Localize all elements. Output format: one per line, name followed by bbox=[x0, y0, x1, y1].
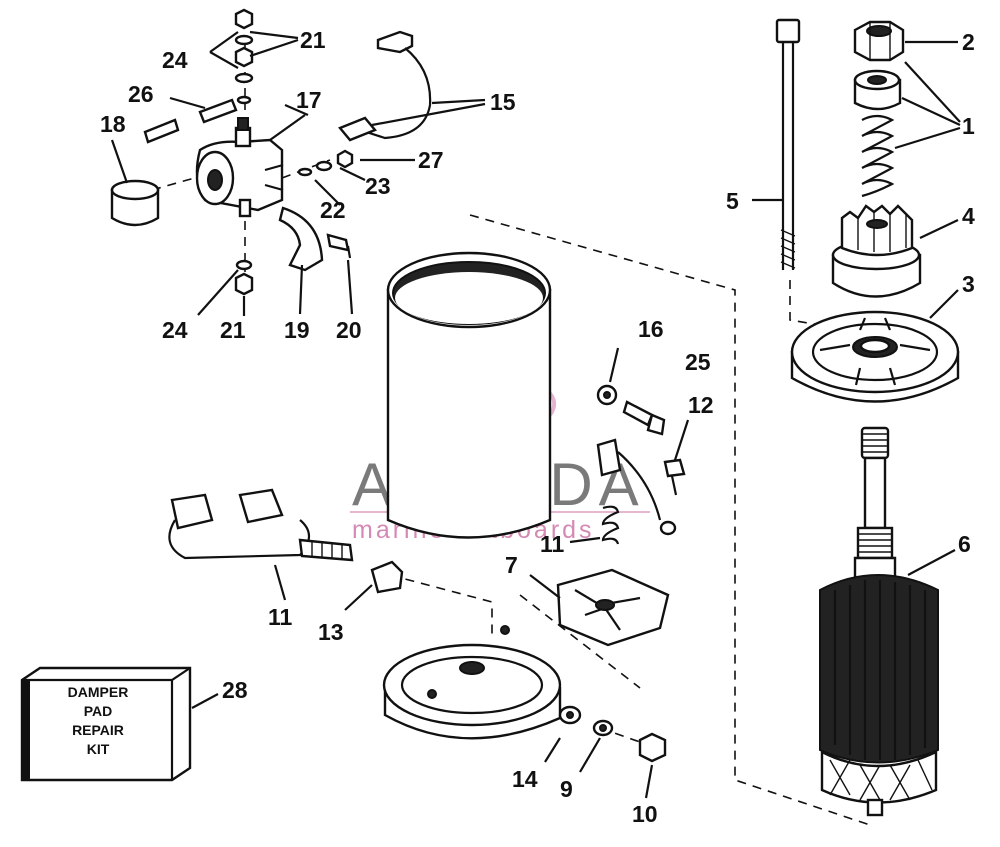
armature bbox=[819, 426, 939, 817]
brush-plate bbox=[556, 568, 670, 647]
callout-18: 18 bbox=[100, 111, 126, 137]
callout-10: 10 bbox=[632, 801, 658, 827]
callout-21-bottom: 21 bbox=[220, 317, 246, 343]
callout-19: 19 bbox=[284, 317, 310, 343]
kit-label-line1: DAMPER bbox=[68, 684, 129, 700]
callout-25: 25 bbox=[685, 349, 711, 375]
callout-14: 14 bbox=[512, 766, 538, 792]
field-frame-housing bbox=[386, 251, 552, 539]
callout-24-bottom: 24 bbox=[162, 317, 188, 343]
callout-15: 15 bbox=[490, 89, 516, 115]
brush-holder-clip bbox=[370, 560, 404, 594]
brush-set-right bbox=[596, 438, 677, 545]
callout-6: 6 bbox=[958, 531, 971, 557]
brush-set-left bbox=[168, 488, 354, 562]
callout-22: 22 bbox=[320, 197, 346, 223]
bracket-and-screw bbox=[278, 206, 352, 272]
kit-label-line4: KIT bbox=[87, 741, 110, 757]
callout-24-top: 24 bbox=[162, 47, 188, 73]
leader-lines bbox=[110, 30, 961, 799]
callout-11-right: 11 bbox=[540, 531, 565, 557]
pinion-drive bbox=[831, 204, 922, 298]
callout-16: 16 bbox=[638, 316, 664, 342]
terminal-stud bbox=[143, 98, 238, 144]
drive-end-cap bbox=[790, 310, 960, 403]
callout-1: 1 bbox=[962, 113, 975, 139]
small-nuts-washers-top bbox=[234, 8, 254, 105]
cable-nuts bbox=[297, 149, 354, 177]
callout-9: 9 bbox=[560, 776, 573, 802]
spring-and-collar bbox=[853, 69, 902, 198]
callout-26: 26 bbox=[128, 81, 154, 107]
small-nuts-washers-bottom bbox=[234, 259, 254, 296]
callout-17: 17 bbox=[296, 87, 322, 113]
callout-27: 27 bbox=[418, 147, 444, 173]
boot-ring bbox=[110, 179, 160, 227]
kit-label-line3: REPAIR bbox=[72, 722, 124, 738]
through-bolt bbox=[775, 18, 801, 270]
callout-3: 3 bbox=[962, 271, 975, 297]
callout-20: 20 bbox=[336, 317, 362, 343]
callout-5: 5 bbox=[726, 188, 739, 214]
callout-4: 4 bbox=[962, 203, 975, 229]
callout-12: 12 bbox=[688, 392, 714, 418]
callout-28: 28 bbox=[222, 677, 248, 703]
callout-21-top: 21 bbox=[300, 27, 326, 53]
solenoid-assembly bbox=[195, 117, 284, 218]
kit-label-line2: PAD bbox=[84, 703, 113, 719]
small-bolts-right bbox=[596, 384, 686, 496]
washers-and-nut bbox=[558, 705, 667, 763]
callout-11-left: 11 bbox=[268, 604, 293, 630]
battery-cable bbox=[338, 30, 432, 142]
callout-7: 7 bbox=[505, 552, 518, 578]
callout-13: 13 bbox=[318, 619, 344, 645]
callout-23: 23 bbox=[365, 173, 391, 199]
callout-2: 2 bbox=[962, 29, 975, 55]
pinion-nut bbox=[853, 20, 905, 62]
callout-labels: 2 1 4 5 3 6 7 9 10 14 11 12 25 16 13 11 … bbox=[100, 27, 975, 827]
commutator-end-cap bbox=[382, 625, 562, 740]
damper-kit-box: DAMPER PAD REPAIR KIT bbox=[20, 666, 192, 782]
